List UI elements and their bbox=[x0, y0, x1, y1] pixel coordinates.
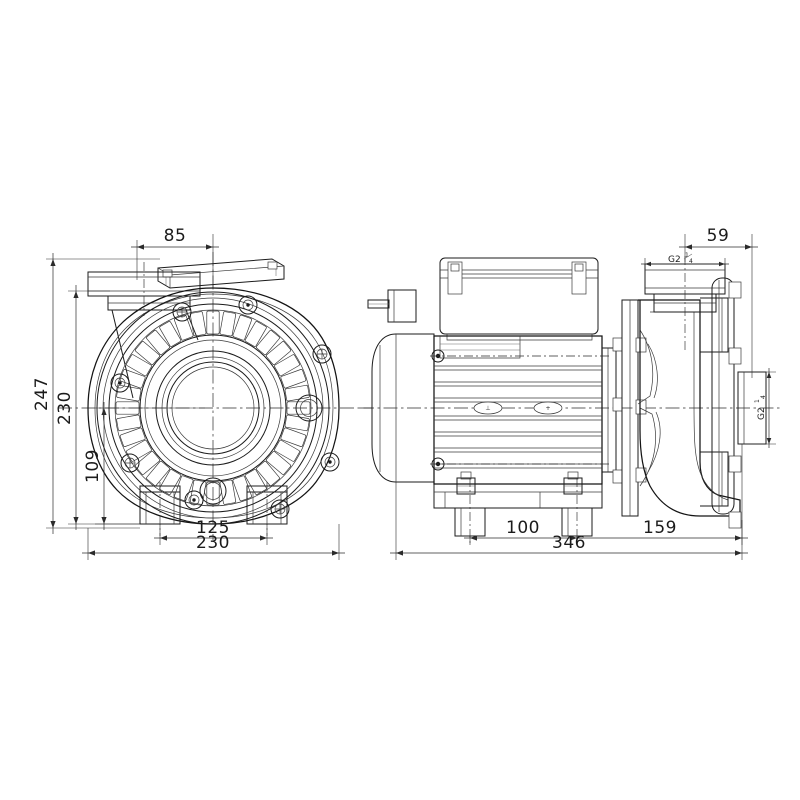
motor-nameplate-right: + bbox=[533, 401, 563, 415]
dim-247: 247 bbox=[32, 253, 160, 534]
side-junction-box bbox=[439, 257, 599, 341]
front-view-dimensions: 85 247 230 109 bbox=[32, 226, 345, 560]
side-boss bbox=[295, 394, 323, 422]
pump-adapter-bracket bbox=[621, 299, 661, 517]
dim-85-label: 85 bbox=[164, 226, 187, 246]
bolt-head bbox=[238, 295, 258, 315]
dim-125: 125 bbox=[154, 518, 273, 545]
svg-text:+: + bbox=[545, 405, 550, 412]
bolt-head bbox=[120, 453, 140, 473]
thread-callout-side: G2 1 4 bbox=[738, 368, 776, 448]
dim-109-label: 109 bbox=[83, 449, 103, 483]
side-view-dimensions: 59 G2 1 4 G2 1 4 bbox=[390, 226, 776, 560]
dim-59-label: 59 bbox=[707, 226, 730, 246]
thread-callout-side-numerator: 1 bbox=[754, 399, 761, 403]
dim-230-vertical-label: 230 bbox=[55, 391, 75, 425]
motor-cooling-fins bbox=[434, 365, 602, 469]
dim-159-label: 159 bbox=[643, 518, 677, 538]
dim-247-label: 247 bbox=[32, 377, 52, 411]
drain-boss bbox=[199, 477, 227, 505]
dim-59: 59 bbox=[679, 226, 758, 378]
thread-callout-top: G2 1 4 bbox=[641, 252, 729, 268]
thread-callout-side-denominator: 4 bbox=[760, 395, 767, 399]
front-housing-bolts bbox=[110, 295, 340, 519]
thread-callout-top-base: G2 bbox=[668, 255, 681, 265]
bolt-head bbox=[312, 344, 332, 364]
motor-nameplate-left: ⊥ bbox=[473, 401, 503, 415]
thread-callout-top-numerator: 1 bbox=[685, 252, 689, 259]
bolt-head bbox=[110, 373, 130, 393]
discharge-port-top bbox=[644, 256, 726, 352]
dim-230-horizontal-label: 230 bbox=[196, 533, 230, 553]
dim-100-label: 100 bbox=[506, 518, 540, 538]
dim-109: 109 bbox=[83, 402, 205, 530]
dim-85: 85 bbox=[131, 226, 219, 288]
dim-346-label: 346 bbox=[552, 533, 586, 553]
svg-text:⊥: ⊥ bbox=[485, 405, 490, 412]
side-view: ⊥ + bbox=[360, 256, 780, 546]
foot-bolt-left bbox=[456, 471, 476, 495]
bolt-head bbox=[172, 302, 192, 322]
front-view bbox=[58, 252, 372, 540]
motor-body: ⊥ + bbox=[430, 335, 623, 485]
pump-volute bbox=[638, 299, 741, 517]
dim-125-label: 125 bbox=[196, 518, 230, 538]
dim-346: 346 bbox=[390, 482, 748, 560]
front-housing-outline bbox=[87, 287, 340, 525]
dim-100: 100 bbox=[464, 518, 583, 545]
suction-port-right bbox=[700, 277, 767, 529]
foot-bolt-right bbox=[563, 471, 583, 495]
motor-shaft-stub bbox=[367, 289, 417, 323]
bolt-head bbox=[320, 452, 340, 472]
motor-fan-cowl bbox=[371, 333, 435, 483]
thread-callout-side-base: G2 bbox=[757, 407, 767, 420]
dim-159: 159 bbox=[577, 444, 748, 545]
bolt-head bbox=[270, 499, 290, 519]
thread-callout-top-denominator: 4 bbox=[689, 258, 693, 265]
dim-230-horizontal: 230 bbox=[82, 524, 345, 560]
front-junction-box bbox=[157, 258, 285, 289]
front-mounting-feet bbox=[139, 482, 288, 536]
